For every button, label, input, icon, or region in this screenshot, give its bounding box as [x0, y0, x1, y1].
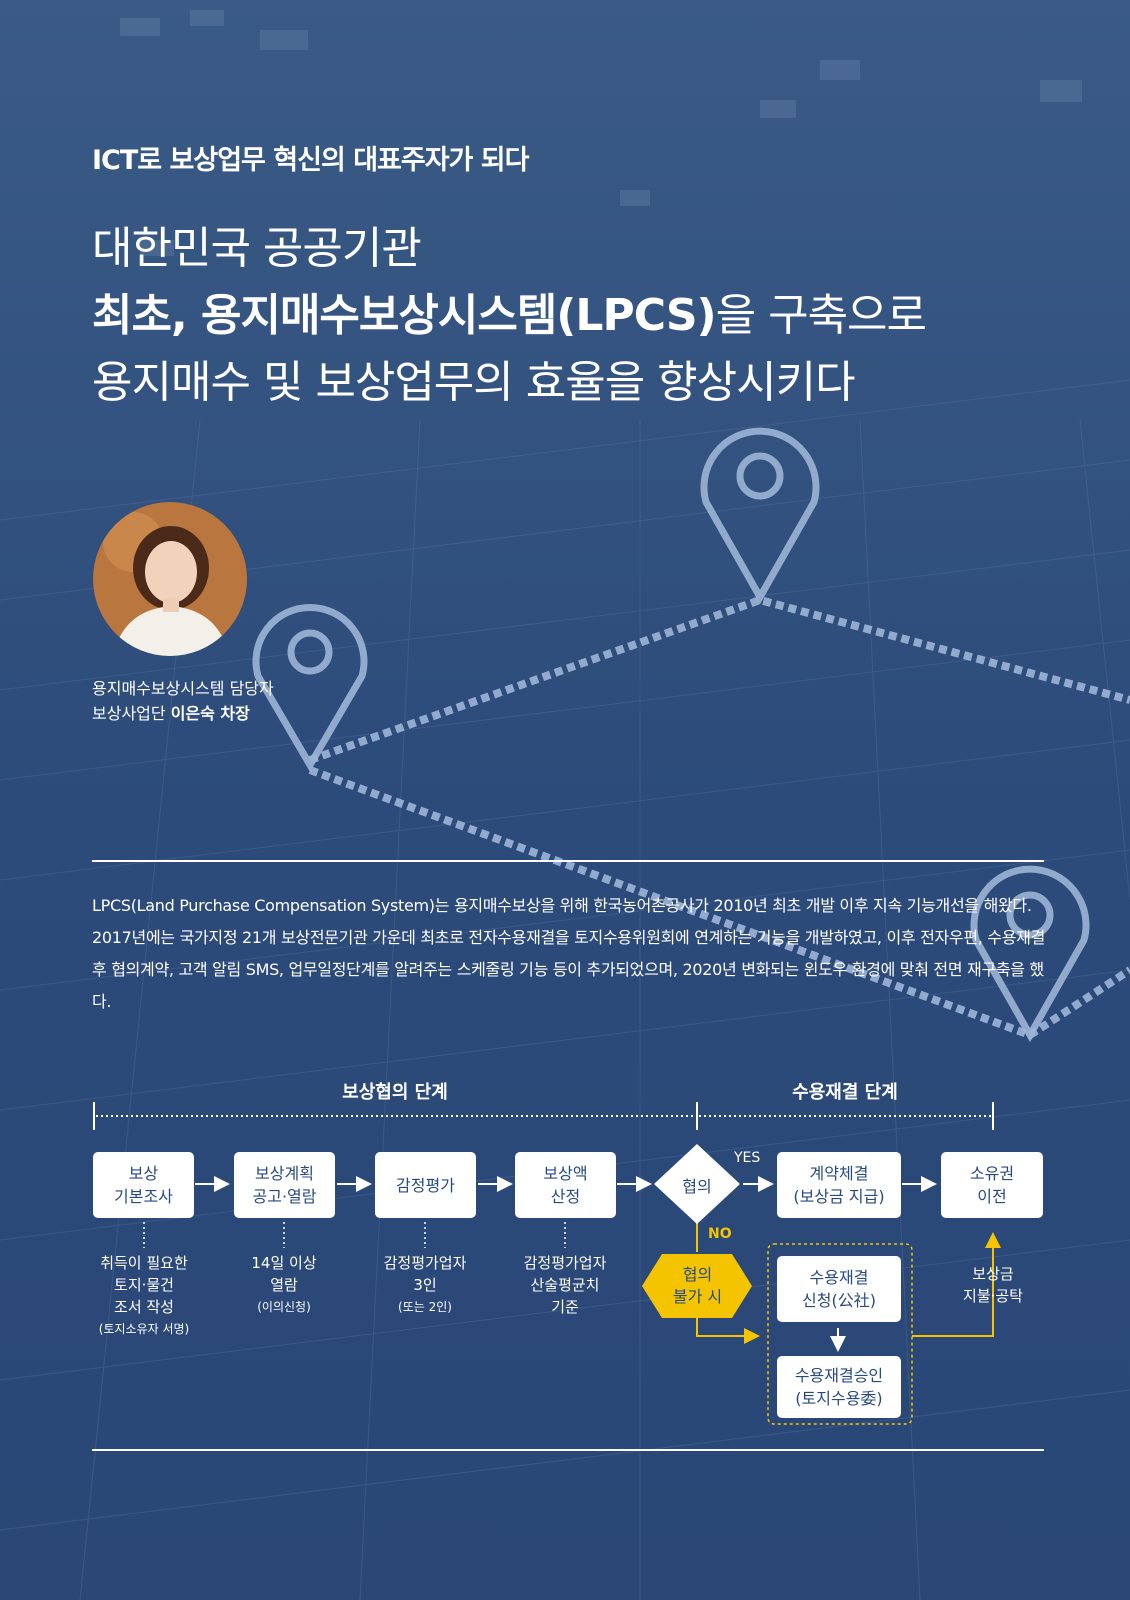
- stage-title-negotiation: 보상협의 단계: [342, 1082, 448, 1103]
- headline-line-3: 용지매수 및 보상업무의 효율을 향상시키다: [92, 357, 856, 408]
- note-basic-survey-small: (토지소유자 서명): [98, 1322, 190, 1336]
- note-basic-survey: 취득이 필요한 토지·물건 조서 작성 (토지소유자 서명): [79, 1252, 209, 1340]
- stage-title-expropriation: 수용재결 단계: [792, 1082, 898, 1103]
- step-ownership-transfer: 소유권 이전: [941, 1152, 1043, 1218]
- step-basic-survey: 보상 기본조사: [93, 1152, 194, 1218]
- step-expropriation-approve: 수용재결승인 (토지수용委): [777, 1356, 901, 1418]
- note-amount-calculation: 감정평가업자 산술평균치 기준: [523, 1254, 607, 1316]
- person-role: 용지매수보상시스템 담당자: [92, 679, 274, 698]
- note-appraisal-text: 감정평가업자 3인: [383, 1254, 467, 1294]
- headline-line-1: 대한민국 공공기관: [92, 223, 422, 274]
- divider-top: [92, 860, 1044, 862]
- note-basic-survey-text: 취득이 필요한 토지·물건 조서 작성: [100, 1254, 188, 1316]
- note-plan-notice-small: (이의신청): [257, 1300, 311, 1314]
- decision-negotiation: 협의: [682, 1177, 712, 1196]
- person-dept: 보상사업단: [92, 704, 166, 723]
- kicker-title: ICT로 보상업무 혁신의 대표주자가 되다: [92, 145, 529, 176]
- body-paragraph: LPCS(Land Purchase Compensation System)는…: [92, 896, 1046, 1011]
- person-line: 보상사업단 이은숙 차장: [92, 701, 274, 726]
- headline: 대한민국 공공기관 최초, 용지매수보상시스템(LPCS)을 구축으로 용지매수…: [92, 215, 927, 416]
- step-expropriation-apply: 수용재결 신청(公社): [777, 1256, 901, 1322]
- note-appraisal-small: (또는 2인): [398, 1300, 452, 1314]
- note-plan-notice: 14일 이상 열람 (이의신청): [219, 1252, 349, 1318]
- step-amount-calculation: 보상액 산정: [515, 1152, 616, 1218]
- step-plan-notice: 보상계획 공고·열람: [234, 1152, 335, 1218]
- step-appraisal: 감정평가: [375, 1152, 476, 1218]
- avatar: [93, 502, 247, 656]
- person-caption: 용지매수보상시스템 담당자 보상사업단 이은숙 차장: [92, 676, 274, 726]
- negotiation-fail: 협의 불가 시: [672, 1265, 723, 1306]
- note-plan-notice-text: 14일 이상 열람: [251, 1254, 317, 1294]
- yes-label: YES: [734, 1150, 761, 1166]
- headline-bold: 최초, 용지매수보상시스템(LPCS): [92, 290, 717, 341]
- headline-line-2: 최초, 용지매수보상시스템(LPCS)을 구축으로: [92, 282, 927, 349]
- step-contract: 계약체결 (보상금 지급): [777, 1152, 901, 1218]
- no-label: NO: [708, 1226, 732, 1242]
- headline-rest: 을 구축으로: [715, 290, 927, 341]
- note-appraisal: 감정평가업자 3인 (또는 2인): [360, 1252, 490, 1318]
- divider-bottom: [92, 1449, 1044, 1451]
- note-payment: 보상금 지불·공탁: [963, 1265, 1023, 1305]
- person-name: 이은숙 차장: [170, 704, 250, 723]
